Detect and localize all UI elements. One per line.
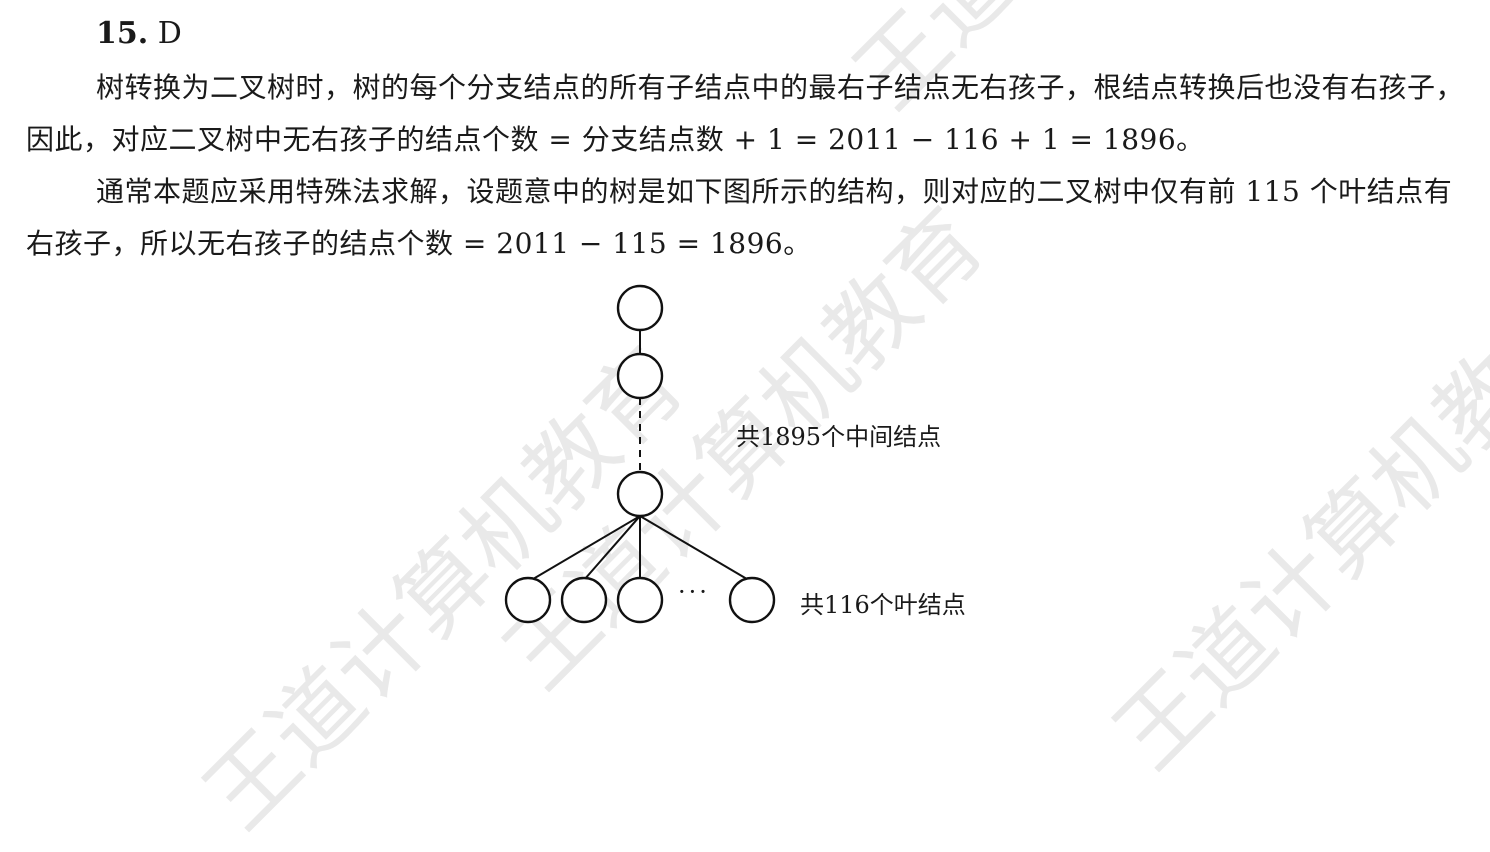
leaf-node: [728, 576, 776, 624]
tree-edge: [583, 515, 641, 581]
problem-answer: D: [157, 16, 182, 51]
problem-heading: 15. D: [96, 14, 182, 54]
leaf-node: [560, 576, 608, 624]
leaf-ellipsis: ···: [678, 578, 710, 606]
explanation-paragraph-2: 通常本题应采用特殊法求解，设题意中的树是如下图所示的结构，则对应的二叉树中仅有前…: [26, 175, 1453, 260]
leaf-nodes-label: 共116个叶结点: [800, 591, 966, 619]
tree-edge: [527, 515, 641, 583]
middle-nodes-label: 共1895个中间结点: [736, 423, 942, 451]
leaf-node: [504, 576, 552, 624]
tree-edge: [639, 515, 753, 583]
middle-node: [616, 352, 664, 400]
explanation-paragraph-1: 树转换为二叉树时，树的每个分支结点的所有子结点中的最右子结点无右孩子，根结点转换…: [26, 71, 1465, 156]
problem-number: 15.: [96, 16, 149, 51]
root-node: [616, 284, 664, 332]
document-page: 王道计算机教育 王道计算机教育 王道计算机教育 王道计算机教育 15. D 树转…: [26, 0, 1490, 849]
leaf-node: [616, 576, 664, 624]
tree-diagram: [504, 284, 776, 624]
branch-node: [616, 470, 664, 518]
